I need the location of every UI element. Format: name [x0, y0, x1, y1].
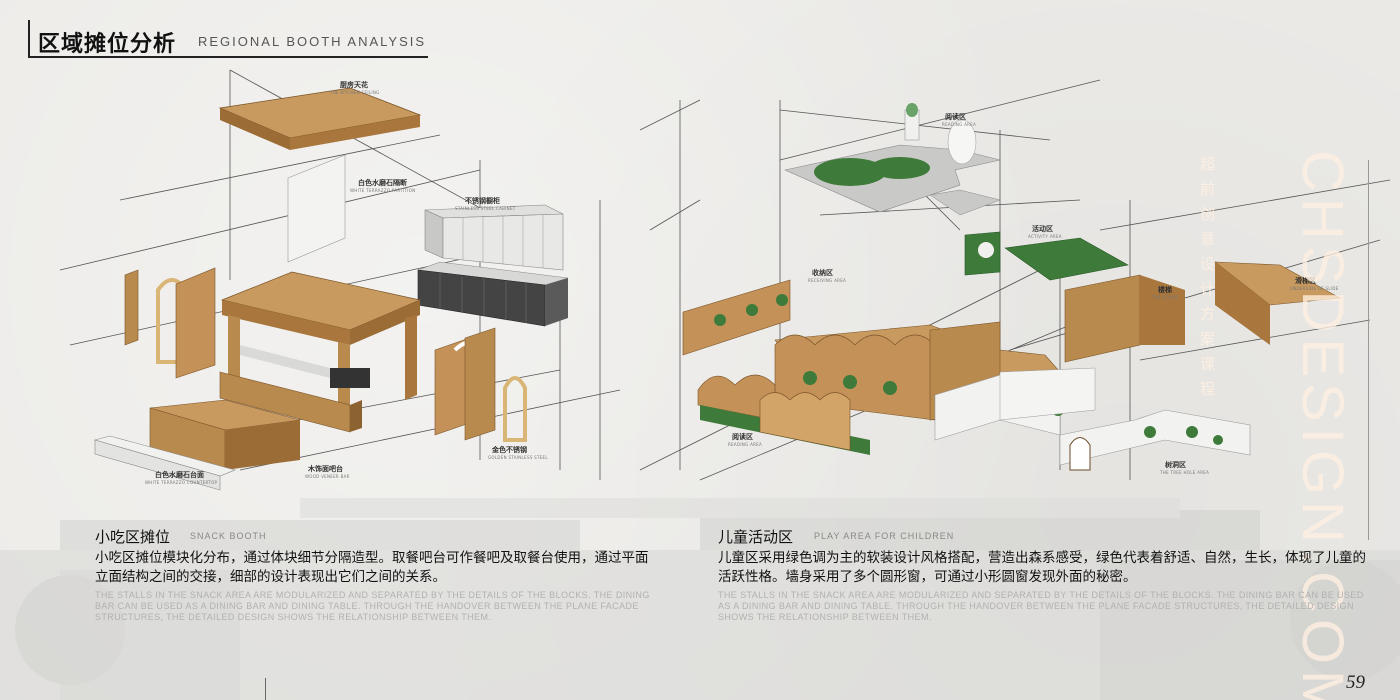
label-storage-area: 收纳区 — [812, 268, 833, 277]
background-building-illustration — [0, 498, 1400, 700]
label-activity-area: 活动区 — [1032, 224, 1053, 233]
title-rule — [28, 56, 428, 58]
label-slide-area: 滑梯区 — [1295, 276, 1316, 285]
kids-description-en: THE STALLS IN THE SNACK AREA ARE MODULAR… — [718, 590, 1364, 622]
label-kitchen-ceiling-en: THE KITCHEN CEILING — [330, 90, 380, 95]
label-stainless-cabinet-en: STAINLESS STEEL CABINET — [455, 206, 516, 211]
title-rule-vertical — [28, 20, 30, 58]
label-reading-area-top-en: READING AREA — [942, 122, 977, 127]
label-white-partition: 白色水磨石隔断 — [358, 178, 407, 187]
label-tree-hole-area-en: THE TREE HOLE AREA — [1160, 470, 1210, 475]
label-stairs-en: THE STAIRS — [1152, 295, 1179, 300]
footer-divider — [265, 678, 266, 700]
label-wood-bar-en: WOOD VENEER BAR — [305, 474, 350, 479]
label-wood-bar: 木饰面吧台 — [308, 464, 343, 473]
label-tree-hole-area: 树洞区 — [1165, 460, 1186, 469]
label-white-countertop: 白色水磨石台面 — [155, 470, 204, 479]
kids-title-en: PLAY AREA FOR CHILDREN — [814, 531, 955, 541]
label-reading-area-bottom-en: READING AREA — [728, 442, 763, 447]
label-stainless-cabinet: 不锈钢橱柜 — [465, 196, 500, 205]
label-stairs: 楼梯 — [1158, 285, 1172, 294]
page-number: 59 — [1346, 672, 1365, 693]
label-storage-area-en: RECEIVING AREA — [808, 278, 847, 283]
snack-title: 小吃区摊位 — [95, 528, 171, 546]
snack-title-en: SNACK BOOTH — [190, 531, 267, 541]
label-golden-steel: 金色不锈钢 — [492, 445, 527, 454]
snack-description-en: THE STALLS IN THE SNACK AREA ARE MODULAR… — [95, 590, 650, 622]
label-white-partition-en: WHITE TERRAZZO PARTITION — [350, 188, 416, 193]
right-divider — [1368, 160, 1369, 540]
kids-description: 儿童区采用绿色调为主的软装设计风格搭配，营造出森系感受，绿色代表着舒适、自然，生… — [718, 550, 1366, 585]
watermark-course: 超前创意设计方案课程 — [1198, 156, 1216, 406]
label-slide-area-en: UNDERSIDE OF SLIDE — [1290, 286, 1339, 291]
watermark-domain: CHSDESIGN.COM.CN — [1290, 150, 1355, 700]
label-reading-area-bottom: 阅读区 — [732, 432, 753, 441]
label-activity-area-en: ACTIVITY AREA — [1028, 234, 1062, 239]
label-kitchen-ceiling: 厨房天花 — [340, 80, 368, 89]
page-subtitle: REGIONAL BOOTH ANALYSIS — [198, 34, 427, 49]
page-title: 区域摊位分析 — [38, 32, 177, 57]
snack-description: 小吃区摊位模块化分布，通过体块细节分隔造型。取餐吧台可作餐吧及取餐台使用，通过平… — [95, 550, 649, 585]
label-white-countertop-en: WHITE TERRAZZO COUNTERTOP — [145, 480, 218, 485]
kids-title: 儿童活动区 — [718, 528, 794, 546]
label-golden-steel-en: GOLDEN STAINLESS STEEL — [488, 455, 548, 460]
label-reading-area-top: 阅读区 — [945, 112, 966, 121]
